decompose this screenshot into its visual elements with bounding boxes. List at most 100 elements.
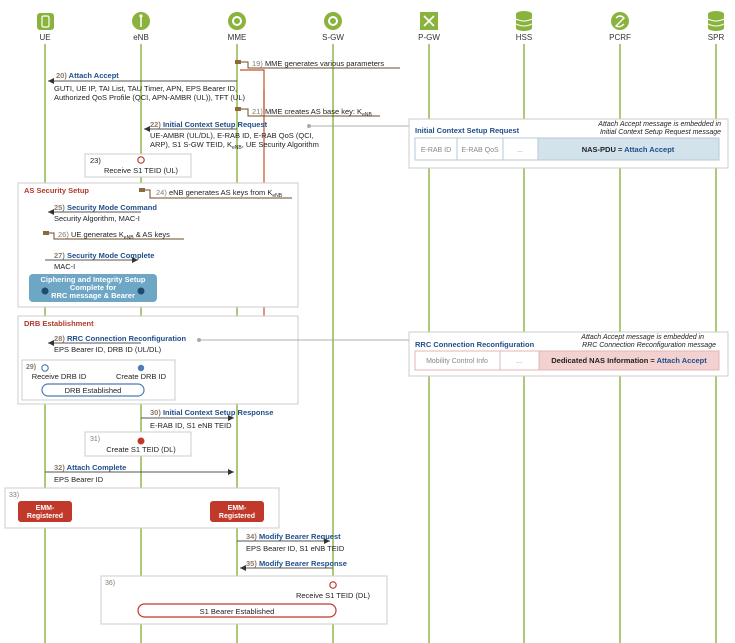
entity-ue: UE — [37, 13, 54, 42]
cipher-setup-box — [29, 274, 157, 302]
entity-mme: MME — [228, 12, 247, 42]
step-34-line1: EPS Bearer ID, S1 eNB TEID — [246, 544, 345, 553]
step-19: 19) MME generates various parameters — [252, 59, 384, 68]
phone-icon — [37, 13, 54, 30]
nas-pdu-field — [537, 137, 720, 161]
entity-pcrf: PCRF — [609, 12, 631, 42]
callout-note-line2: Initial Context Setup Request message — [600, 129, 721, 136]
step-30-line1: E-RAB ID, S1 eNB TEID — [150, 421, 232, 430]
process-marker — [235, 107, 241, 111]
entity-label-sgw: S-GW — [322, 33, 344, 42]
section-as-security-title: AS Security Setup — [24, 186, 89, 195]
cipher-line3: RRC message & Bearer — [51, 291, 135, 300]
receive-marker — [329, 581, 337, 589]
step-22-title: 22) Initial Context Setup Request — [150, 120, 268, 129]
step-35-title: 35) Modify Bearer Response — [246, 559, 347, 568]
emm-ue-line2: Registered — [27, 513, 63, 520]
cell-ellipsis: ... — [516, 358, 522, 365]
process-marker — [43, 231, 49, 235]
step-33-num: 33) — [9, 492, 19, 499]
emm-registered-ue — [18, 501, 72, 522]
nas-pdu-text: NAS-PDU = Attach Accept — [582, 145, 675, 154]
policy-icon — [611, 12, 629, 30]
step-32-line1: EPS Bearer ID — [54, 475, 104, 484]
step-31-num: 31) — [90, 436, 100, 443]
step-25-title: 25) Security Mode Command — [54, 203, 157, 212]
step-22-line1: UE-AMBR (UL/DL), E-RAB ID, E-RAB QoS (QC… — [150, 131, 314, 140]
step-28-title: 28) RRC Connection Reconfiguration — [54, 334, 187, 343]
process-marker — [235, 60, 241, 64]
cell-mobility-control-info: Mobility Control Info — [426, 358, 488, 365]
drb-established-bar — [41, 383, 145, 397]
s1-bearer-established-bar — [137, 603, 337, 618]
emm-mme-line1: EMM- — [228, 505, 247, 512]
callout-initial-context-setup: Initial Context Setup Request Attach Acc… — [408, 118, 729, 169]
step-36-num: 36) — [105, 580, 115, 587]
entity-hss: HSS — [516, 11, 532, 42]
entity-label-pgw: P-GW — [418, 33, 440, 42]
entity-label-spr: SPR — [708, 33, 725, 42]
emm-ue-line1: EMM- — [36, 505, 55, 512]
step-23-text: Receive S1 TEID (UL) — [104, 166, 179, 175]
step-21: 21) MME creates AS base key: KeNB — [252, 107, 372, 118]
entity-sgw: S-GW — [322, 12, 344, 42]
entity-label-ue: UE — [39, 33, 50, 42]
callout2-title: RRC Connection Reconfiguration — [415, 340, 535, 349]
step-31-box — [84, 431, 192, 457]
step-20-title: 20) Attach Accept — [56, 71, 119, 80]
emm-mme-line2: Registered — [219, 513, 255, 520]
cell-erab-qos: E-RAB QoS — [461, 147, 499, 154]
ue-marker — [41, 287, 49, 295]
entity-label-mme: MME — [228, 33, 247, 42]
step-20-line2: Authorized QoS Profile (QCI, APN-AMBR (U… — [54, 93, 246, 102]
emm-registered-mme — [210, 501, 264, 522]
callout-rrc-reconfiguration: RRC Connection Reconfiguration Attach Ac… — [408, 331, 729, 377]
step-34-title: 34) Modify Bearer Request — [246, 532, 341, 541]
entity-label-pcrf: PCRF — [609, 33, 631, 42]
create-marker — [137, 437, 145, 445]
callout2-note-line2: RRC Connection Reconfiguration message — [582, 342, 716, 349]
step-23-num: 23) — [90, 156, 101, 165]
create-marker — [137, 364, 145, 372]
cipher-line1: Ciphering and Integrity Setup — [40, 275, 145, 284]
cell-ellipsis: ... — [517, 147, 523, 154]
entity-enb: eNB — [132, 12, 150, 42]
receive-marker — [41, 364, 49, 372]
cell-erab-id: E-RAB ID — [421, 147, 451, 154]
cipher-line2: Complete for — [70, 283, 116, 292]
dedicated-nas-text: Dedicated NAS Information = Attach Accep… — [551, 356, 707, 365]
receive-marker — [137, 156, 145, 164]
step-27-line1: MAC-I — [54, 262, 75, 271]
step-20-line1: GUTI, UE IP, TAI List, TAU Timer, APN, E… — [54, 84, 237, 93]
callout-title: Initial Context Setup Request — [415, 126, 520, 135]
step-29-right: Create DRB ID — [116, 372, 167, 381]
entity-label-hss: HSS — [516, 33, 532, 42]
step-26: 26) UE generates KeNB & AS keys — [58, 230, 170, 241]
step-29-left: Receive DRB ID — [32, 372, 87, 381]
entity-pgw: P-GW — [418, 12, 440, 42]
s1-bearer-established-text: S1 Bearer Established — [200, 607, 275, 616]
entity-label-enb: eNB — [133, 33, 149, 42]
step-25-line1: Security Algorithm, MAC-I — [54, 214, 140, 223]
step-31-text: Create S1 TEID (DL) — [106, 445, 176, 454]
callout2-note-line1: Attach Accept message is embedded in — [580, 334, 704, 341]
section-drb-title: DRB Establishment — [24, 319, 94, 328]
gear-icon — [324, 12, 342, 30]
step-24: 24) eNB generates AS keys from KeNB — [156, 188, 283, 199]
step-22-line2: ARP), S1 S-GW TEID, KeNB, UE Security Al… — [150, 140, 319, 151]
enb-marker — [137, 287, 145, 295]
gear-icon — [228, 12, 246, 30]
drb-established-text: DRB Established — [65, 386, 122, 395]
step-30-title: 30) Initial Context Setup Response — [150, 408, 273, 417]
dedicated-nas-field — [538, 350, 720, 371]
callout-note-line1: Attach Accept message is embedded in — [597, 121, 721, 128]
step-27-title: 27) Security Mode Complete — [54, 251, 154, 260]
step-28-line1: EPS Bearer ID, DRB ID (UL/DL) — [54, 345, 162, 354]
entity-spr: SPR — [708, 11, 725, 42]
step-29-num: 29) — [26, 364, 36, 371]
step-23-box — [84, 153, 192, 178]
step-32-title: 32) Attach Complete — [54, 463, 126, 472]
step-36-text: Receive S1 TEID (DL) — [296, 591, 371, 600]
process-marker — [139, 188, 145, 192]
